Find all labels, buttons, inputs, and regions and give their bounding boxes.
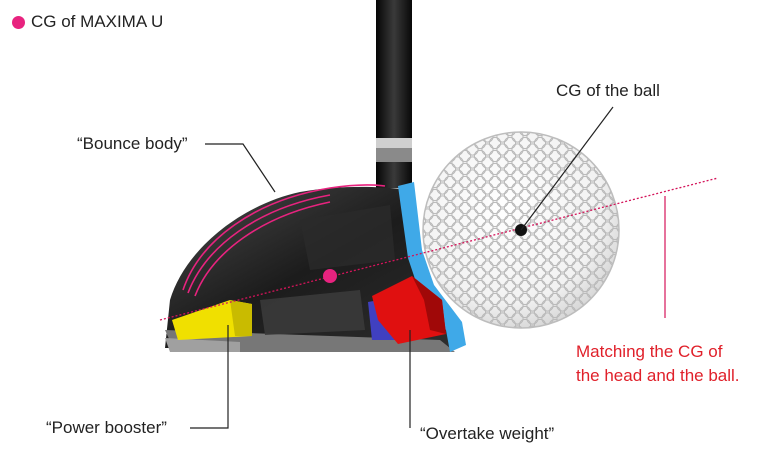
overtake-weight [368,276,446,344]
club-shaft [376,0,412,188]
matching-cg-line-1: Matching the CG of [576,342,723,361]
head-cg-marker [323,269,337,283]
bounce-body-arcs [182,184,386,297]
pink-dot-icon [12,15,25,29]
matching-cg-annotation: Matching the CG of the head and the ball… [576,340,775,388]
matching-cg-line-2: the head and the ball. [576,366,740,385]
legend: CG of MAXIMA U [12,12,163,32]
bounce-body-label: “Bounce body” [77,134,188,153]
legend-label: CG of MAXIMA U [31,12,164,31]
leader-lines [190,106,614,429]
power-booster-weight [172,300,252,340]
overtake-weight-label: “Overtake weight” [420,424,555,443]
power-booster-label: “Power booster” [46,418,167,437]
cg-ball-label: CG of the ball [556,81,660,100]
